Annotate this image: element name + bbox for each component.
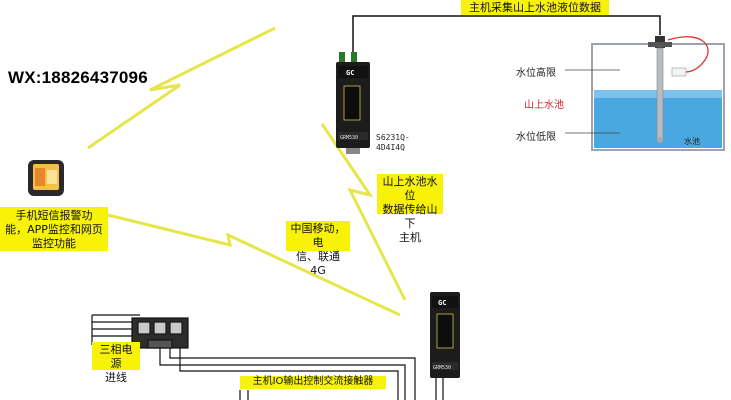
wx-contact-text: WX:18826437096 <box>8 68 148 87</box>
phone-features-line2: 能，APP监控和网页 <box>5 223 103 236</box>
sensor-cable <box>352 15 661 62</box>
three-phase-line1: 三相电源 <box>99 343 133 370</box>
lightning-bolt-upper <box>87 26 276 150</box>
transmit-line3: 主机 <box>399 231 421 244</box>
upper-device-brand: GC <box>346 69 355 77</box>
three-phase-wiring <box>91 314 416 400</box>
phone-features-label: 手机短信报警功 能，APP监控和网页 监控功能 <box>0 207 108 251</box>
phone-features-line3: 监控功能 <box>32 237 76 250</box>
water-tank <box>565 36 725 151</box>
transmit-data-label: 山上水池水位 数据传给山下 主机 <box>377 174 443 244</box>
top-banner-label: 主机采集山上水池液位数据 <box>461 0 609 15</box>
lightning-bolt-middle <box>107 213 401 317</box>
lower-device-tag: GRM530 <box>433 365 452 371</box>
tank-pool-name-label: 山上水池 <box>524 100 564 111</box>
three-phase-power-label: 三相电源 进线 <box>92 342 140 384</box>
tank-water-label: 水池 <box>684 137 700 146</box>
lightning-bolt-right <box>320 123 407 301</box>
network-carrier-label: 中国移动，电 信、联通4G <box>286 221 350 277</box>
bottom-banner-label: 主机IO输出控制交流接触器 <box>240 376 386 389</box>
upper-device-model-line1: S6231Q- <box>376 133 410 142</box>
mobile-phone <box>28 160 64 196</box>
three-phase-line2: 进线 <box>105 371 127 384</box>
network-line2: 信、联通4G <box>296 250 340 277</box>
network-line1: 中国移动，电 <box>290 222 346 249</box>
tank-high-level-label: 水位高限 <box>516 68 556 79</box>
tank-low-level-label: 水位低限 <box>516 132 556 143</box>
upper-device-model: S6231Q- 4D4I4Q <box>376 133 410 153</box>
upper-device-model-line2: 4D4I4Q <box>376 143 405 152</box>
transmit-line2: 数据传给山下 <box>382 203 438 230</box>
transmit-line1: 山上水池水位 <box>382 175 438 202</box>
lower-controller-device <box>430 292 460 400</box>
upper-device-tag: GRM530 <box>340 135 359 141</box>
phone-features-line1: 手机短信报警功 <box>15 209 93 222</box>
lower-device-brand: GC <box>438 299 447 307</box>
upper-controller-device <box>336 52 370 154</box>
